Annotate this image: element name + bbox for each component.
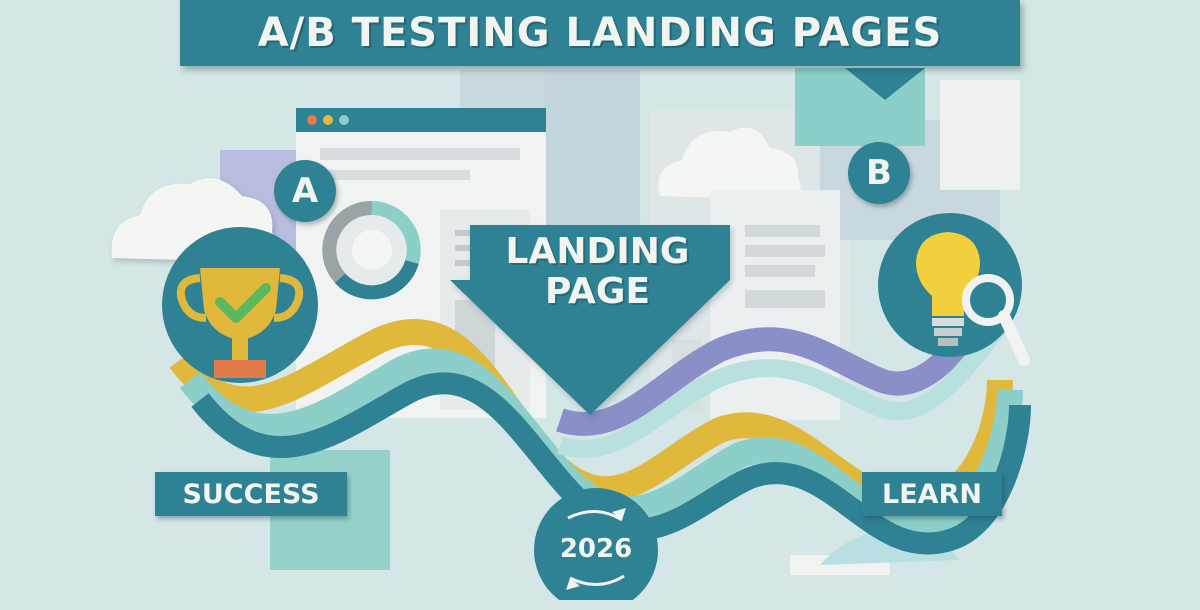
ribbon-teal	[191, 372, 1031, 555]
variant-a-badge: A	[274, 160, 336, 222]
landing-line-2: PAGE	[544, 271, 651, 312]
variant-b-badge: B	[848, 142, 910, 204]
title-banner: A/B TESTING LANDING PAGES	[180, 0, 1020, 66]
ribbon-purple	[556, 282, 1010, 436]
lightbulb-badge	[878, 213, 1030, 366]
ribbon-mint	[179, 348, 1023, 537]
variant-b-label: B	[866, 153, 892, 193]
page-title: A/B TESTING LANDING PAGES	[257, 10, 943, 56]
cloud-icon	[658, 127, 801, 200]
envelope-icon	[795, 68, 925, 146]
donut-chart-icon	[322, 200, 421, 300]
year-label: 2026	[559, 534, 633, 564]
paper-panel	[940, 80, 1020, 190]
year-badge: 2026	[536, 490, 656, 610]
trophy-badge	[162, 227, 318, 383]
landing-line-1: LANDING	[505, 231, 690, 272]
landing-arrow	[450, 225, 730, 415]
magnifier-icon	[962, 274, 1030, 366]
trophy-icon	[176, 268, 304, 378]
variant-a-label: A	[291, 171, 319, 211]
ribbon-light	[557, 314, 1012, 458]
learn-label: LEARN	[862, 472, 1002, 516]
cycle-arrows-icon	[534, 488, 658, 600]
landing-page-label: LANDING PAGE	[455, 232, 740, 312]
checkmark-icon	[215, 283, 271, 323]
success-label: SUCCESS	[155, 472, 347, 516]
